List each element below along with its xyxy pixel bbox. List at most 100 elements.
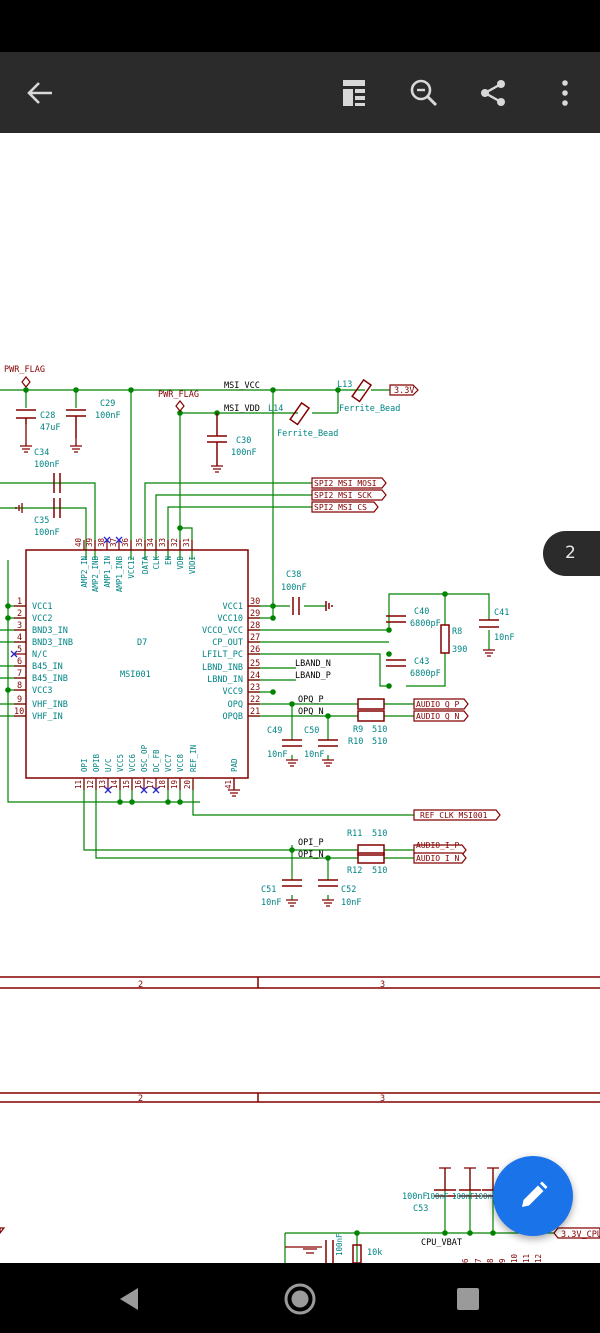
more-vert-icon — [562, 80, 568, 106]
page-number-badge[interactable]: 2 — [543, 531, 600, 576]
ref-c29: C29 — [100, 399, 115, 409]
pin-name-vdd: VDD — [176, 556, 185, 570]
pin-name-vcc5: VCC5 — [116, 754, 125, 772]
back-button[interactable] — [17, 70, 63, 116]
wires — [0, 389, 555, 1263]
pin-31: 31 — [182, 538, 191, 547]
val-l13: Ferrite_Bead — [339, 404, 400, 414]
val-c30: 100nF — [231, 448, 257, 458]
ref-r9: R9 — [353, 725, 363, 735]
pin-name-clk: CLK — [152, 556, 161, 570]
pin-15: 15 — [122, 780, 131, 789]
pin-11: 11 — [74, 780, 83, 789]
no-connect-markers — [10, 536, 160, 794]
net-lband-n: LBAND_N — [295, 659, 331, 669]
v33-label: 3.3V — [394, 386, 414, 396]
pwr-flag-mid-label: PWR_FLAG — [158, 390, 199, 400]
pin-41: 41 — [224, 780, 233, 789]
bottom-cap-val-3: 100nF — [474, 1192, 497, 1201]
pin-name-dc-fb: DC_FB — [152, 749, 161, 772]
share-button[interactable] — [470, 70, 516, 116]
pin-name-r-vcc1: VCC1 — [223, 602, 243, 612]
pin-name-vcc6: VCC6 — [128, 753, 137, 772]
ref-c38: C38 — [286, 570, 301, 580]
pwr-flag-left-label: PWR_FLAG — [4, 365, 45, 375]
bottom-cap-val-2: 100nF — [452, 1192, 475, 1201]
pin-30: 30 — [250, 597, 260, 607]
pin-26: 26 — [250, 645, 260, 655]
pin-name-vcc1: VCC1 — [32, 602, 52, 612]
pin-name-lbnd-in: LBND_IN — [207, 675, 243, 685]
val-c53: 100nF — [402, 1192, 428, 1202]
pin-17: 17 — [146, 780, 155, 789]
pin-name-amp2-in: AMP2_IN — [80, 556, 89, 588]
frame-col-2-next: 2 — [138, 1094, 143, 1104]
bottom-cap-val-1: 100nF — [426, 1192, 449, 1201]
pin-name-data: DATA — [141, 556, 150, 575]
v33-cpu-label: 3.3V_CPU — [561, 1230, 600, 1240]
val-c38: 100nF — [281, 583, 307, 593]
pin-name-opi: OPI — [80, 758, 89, 772]
junctions — [5, 387, 496, 1236]
ref-l13: L13 — [337, 380, 352, 390]
ic-ref: D7 — [137, 638, 147, 648]
ref-c28: C28 — [40, 411, 55, 421]
nav-recents-button[interactable] — [445, 1276, 491, 1322]
net-msi-vdd: MSI_VDD — [224, 404, 260, 414]
pin-name-vcc9: VCC9 — [223, 687, 243, 697]
pin-4: 4 — [17, 633, 22, 643]
bottom-pin-12: 12 — [534, 1254, 543, 1263]
pin-name-cp-out: CP_OUT — [212, 638, 243, 648]
pin-23: 23 — [250, 683, 260, 693]
val-c43: 6800pF — [410, 669, 441, 679]
frame-col-3-next: 3 — [380, 1094, 385, 1104]
pin-name-b45-inb: B45_INB — [32, 674, 68, 684]
pin-name-b45-in: B45_IN — [32, 662, 63, 672]
nav-recents-icon — [457, 1288, 479, 1310]
nav-back-button[interactable] — [106, 1276, 152, 1322]
pin-32: 32 — [170, 538, 179, 547]
pin-36: 36 — [121, 537, 130, 547]
pin-name-vddi: VDDI — [188, 556, 197, 574]
hlabel-audio-i-p: AUDIO_I_P — [416, 841, 460, 850]
edit-button[interactable] — [493, 1156, 573, 1236]
pin-name-amp2-inb: AMP2_INB — [91, 556, 100, 593]
ref-r10: R10 — [348, 737, 363, 747]
val-r8: 390 — [452, 645, 467, 655]
ref-c43: C43 — [414, 657, 429, 667]
val-r12: 510 — [372, 866, 387, 876]
system-nav-bar — [0, 1263, 600, 1333]
ref-c52: C52 — [341, 885, 356, 895]
pin-name-vhf-in: VHF_IN — [32, 712, 63, 722]
symbols — [0, 378, 600, 1263]
pin-28: 28 — [250, 621, 260, 631]
pin-name-opib: OPIB — [92, 753, 101, 772]
nav-home-button[interactable] — [277, 1276, 323, 1322]
val-l14: Ferrite_Bead — [277, 429, 338, 439]
pin-33: 33 — [158, 538, 167, 547]
reading-mode-button[interactable] — [331, 70, 377, 116]
pin-8: 8 — [17, 681, 22, 691]
pin-stubs — [14, 540, 260, 790]
ground-symbols — [15, 424, 499, 1254]
hlabel-spi-mosi: SPI2_MSI_MOSI — [314, 479, 377, 488]
reading-mode-icon — [343, 80, 365, 106]
val-c50: 10nF — [304, 750, 324, 760]
search-button[interactable] — [401, 70, 447, 116]
pin-name-vcc10: VCC10 — [217, 614, 243, 624]
pin-40: 40 — [74, 537, 83, 547]
ref-c49: C49 — [267, 726, 282, 736]
val-c51: 10nF — [261, 898, 281, 908]
schematic-page[interactable]: PWR_FLAG PWR_FLAG 3.3V 3.3V_CPU SPI2_MSI… — [0, 133, 600, 1263]
pin-12: 12 — [86, 780, 95, 789]
pin-22: 22 — [250, 695, 260, 705]
ref-c50: C50 — [304, 726, 319, 736]
val-r9: 510 — [372, 725, 387, 735]
more-options-button[interactable] — [542, 70, 588, 116]
pin-34: 34 — [146, 537, 155, 547]
ref-r12: R12 — [347, 866, 362, 876]
ref-c51: C51 — [261, 885, 276, 895]
pin-29: 29 — [250, 609, 260, 619]
pin-21: 21 — [250, 707, 260, 717]
pin-6: 6 — [17, 657, 22, 667]
